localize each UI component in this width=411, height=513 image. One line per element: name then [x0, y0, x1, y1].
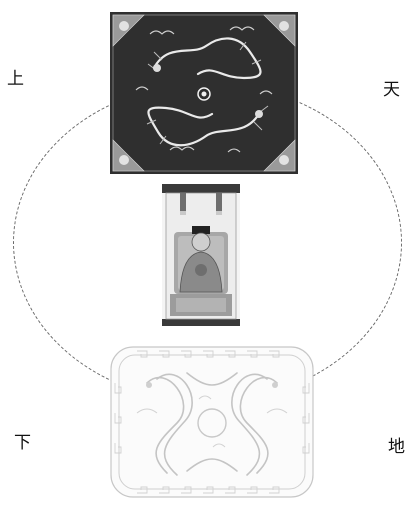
label-tian: 天	[383, 80, 400, 100]
label-di: 地	[388, 437, 405, 457]
emperor-portrait-scroll-icon	[162, 184, 240, 326]
carved-dragon-plaque-image	[107, 343, 317, 501]
carved-dragon-plaque-icon	[110, 346, 314, 498]
label-shang: 上	[7, 69, 24, 89]
emperor-portrait-image	[162, 184, 240, 326]
dragon-embroidery-image	[110, 12, 298, 174]
label-xia: 下	[14, 433, 31, 453]
dragon-embroidery-panel-icon	[110, 12, 298, 174]
